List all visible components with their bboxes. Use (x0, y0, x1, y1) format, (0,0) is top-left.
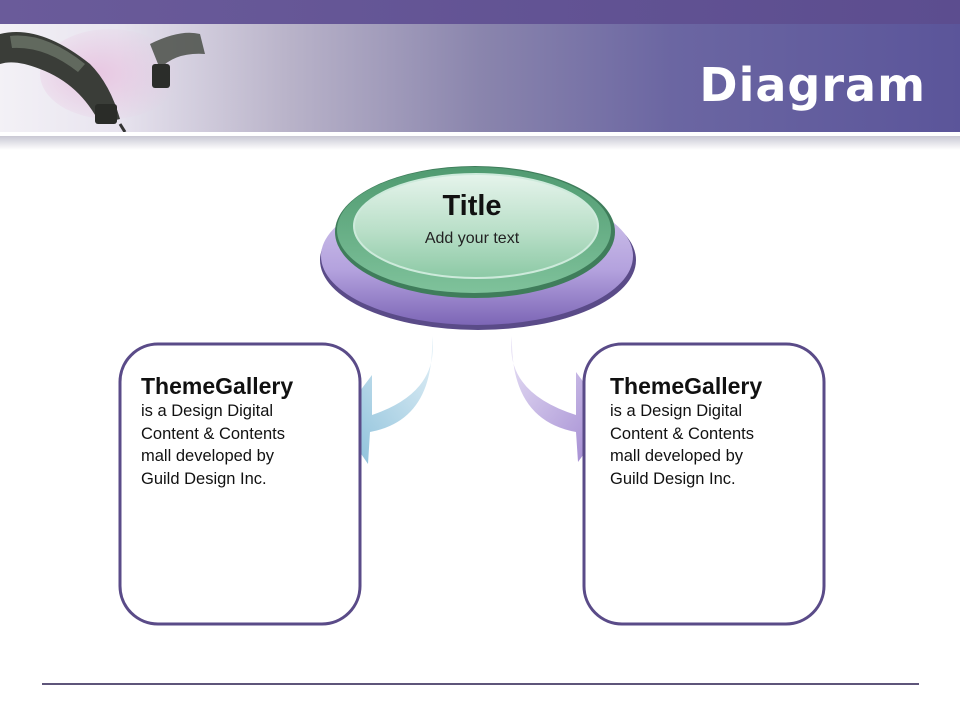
card-line: Guild Design Inc. (141, 469, 267, 488)
card-line: mall developed by (141, 447, 274, 465)
card-right (582, 342, 826, 626)
card-line: is a Design Digital (610, 402, 743, 420)
center-ellipse (320, 166, 636, 330)
card-line: Content & Contents (610, 424, 755, 443)
center-subtitle: Add your text (424, 230, 520, 247)
banner-photo-icon (0, 29, 205, 132)
footer-divider (42, 683, 919, 685)
card-left (118, 342, 362, 626)
slide-title: Diagram (699, 58, 926, 112)
card-right-content: ThemeGallery is a Design Digital Content… (610, 372, 810, 490)
banner-divider (0, 132, 960, 136)
card-heading: ThemeGallery (610, 373, 763, 399)
card-line: Guild Design Inc. (610, 469, 736, 488)
banner-shadow (0, 136, 960, 150)
card-line: mall developed by (610, 447, 743, 465)
card-heading: ThemeGallery (141, 373, 294, 399)
center-title: Title (442, 190, 502, 222)
card-line: Content & Contents (141, 424, 286, 443)
card-left-content: ThemeGallery is a Design Digital Content… (141, 372, 341, 490)
card-line: is a Design Digital (141, 402, 274, 420)
top-bar (0, 0, 960, 24)
arrow-left-icon (338, 336, 433, 464)
